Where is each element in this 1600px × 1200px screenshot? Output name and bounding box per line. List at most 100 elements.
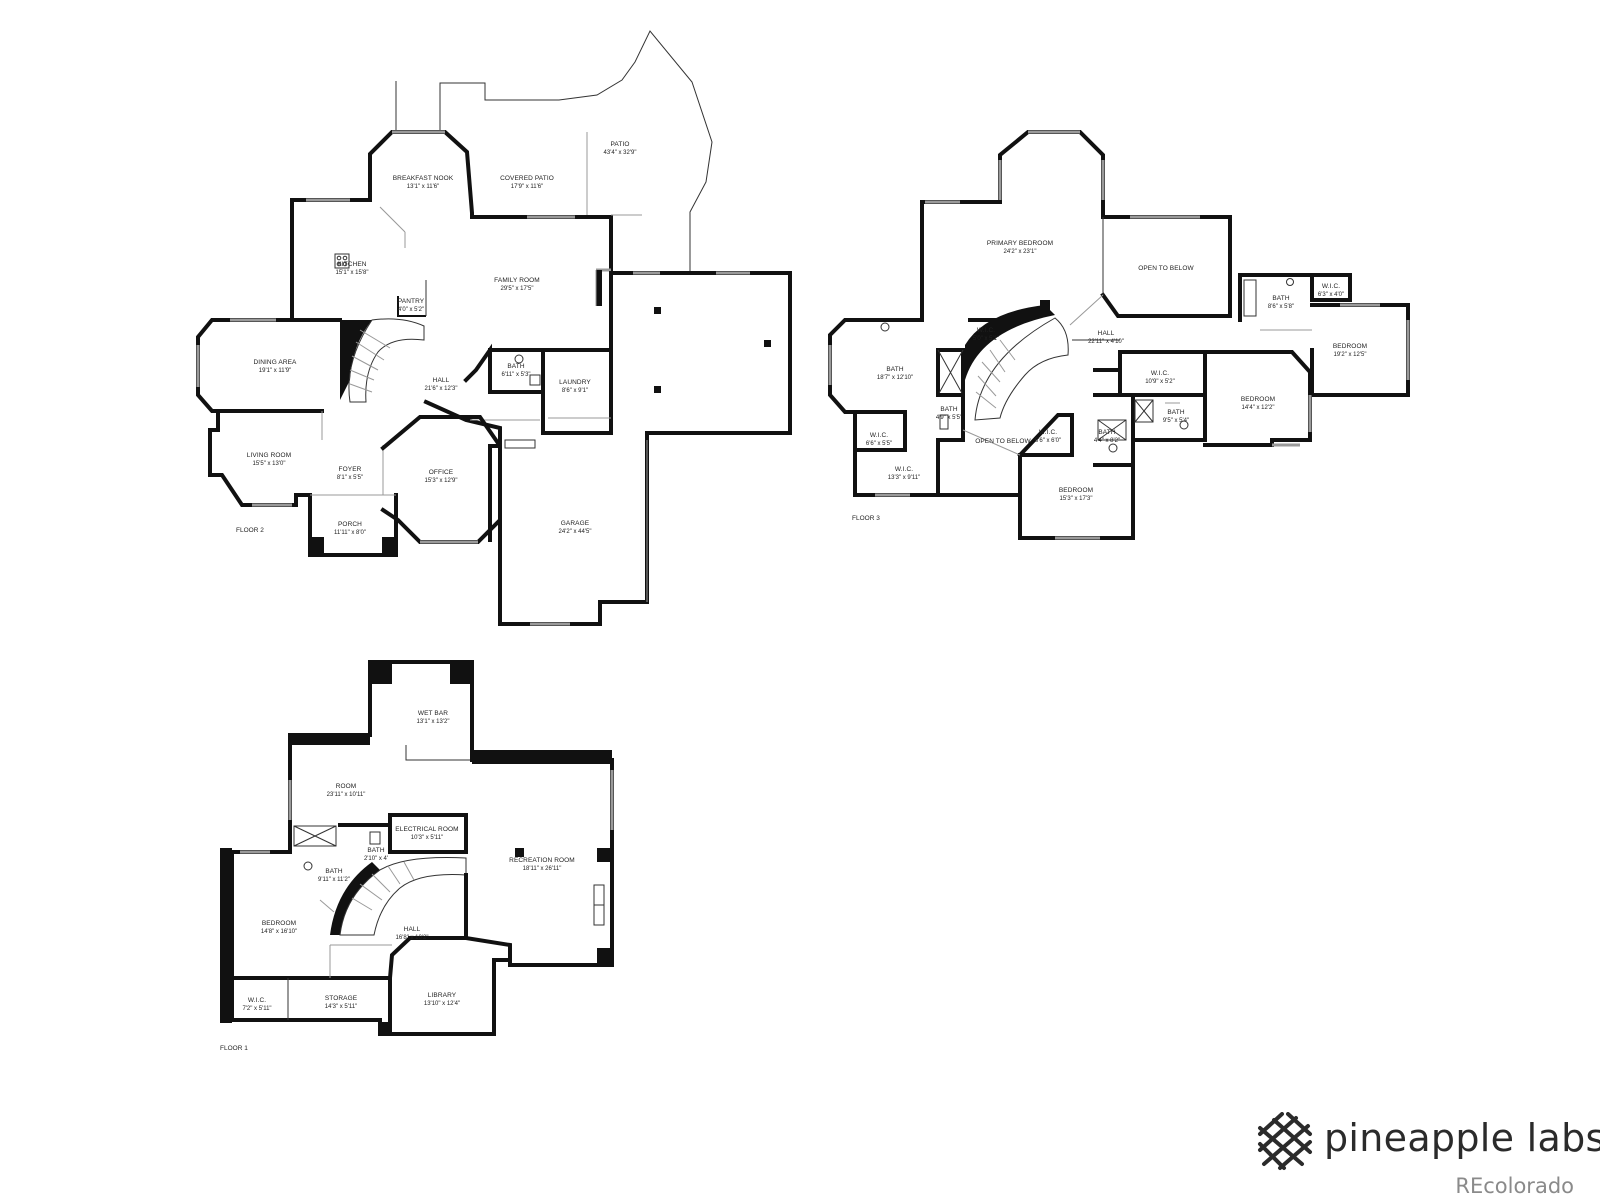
room-labels: PATIO 43'4" x 32'9" BREAKFAST NOOK 13'1" x … [242, 141, 1367, 1012]
brand-name: pineapple labs [1324, 1116, 1600, 1160]
electrical-room-walls [388, 813, 468, 854]
room-name-w-i-c: W.I.C. [248, 997, 266, 1004]
room-dimensions-electrical-room: 10'3" x 5'11" [411, 835, 443, 841]
room-name-w-i-c: W.I.C. [870, 432, 888, 439]
garage-walls [498, 271, 792, 626]
bath-right-walls [1238, 273, 1352, 322]
room-name-pantry: PANTRY [398, 298, 425, 305]
room-dimensions-w-i-c: 13'3" x 9'11" [888, 475, 920, 481]
room-name-office: OFFICE [429, 469, 454, 476]
room-name-covered-patio: COVERED PATIO [500, 175, 554, 182]
room-dimensions-breakfast-nook: 13'1" x 11'6" [407, 184, 439, 190]
brand-source: REcolorado [1455, 1174, 1574, 1198]
room-name-porch: PORCH [338, 521, 362, 528]
primary-bedroom-walls [920, 130, 1232, 322]
room-name-wet-bar: WET BAR [418, 710, 448, 717]
wet-bar-walls [368, 660, 474, 762]
room-name-w-i-c: W.I.C. [895, 466, 913, 473]
room-dimensions-wet-bar: 13'1" x 13'2" [417, 719, 450, 725]
room-dimensions-bath: 4'9" x 5'5" [936, 415, 962, 421]
room-dimensions-hall: 22'11" x 4'10" [1088, 339, 1124, 345]
room-dimensions-bath: 9'11" x 11'2" [318, 877, 350, 883]
room-name-patio: PATIO [610, 141, 629, 148]
room-dimensions-bedroom: 15'3" x 17'3" [1060, 496, 1093, 502]
room-name-room: ROOM [336, 783, 357, 790]
room-name-bath: BATH [1098, 429, 1115, 436]
room-dimensions-bath: 6'11" x 5'3" [501, 372, 530, 378]
pineapple-lattice-icon [1258, 1112, 1312, 1170]
room-walls [288, 733, 372, 824]
family-room-walls [541, 293, 613, 435]
room-dimensions-w-i-c: 6'6" x 5'5" [866, 441, 892, 447]
room-dimensions-hall: 16'8" x 10'2" [396, 935, 429, 941]
room-name-breakfast-nook: BREAKFAST NOOK [393, 175, 454, 182]
room-dimensions-living-room: 15'5" x 13'0" [253, 461, 286, 467]
room-name-living-room: LIVING ROOM [247, 452, 291, 459]
room-dimensions-hall: 21'6" x 12'3" [425, 386, 458, 392]
room-name-garage: GARAGE [561, 520, 590, 527]
room-name-hall: HALL [404, 926, 421, 933]
room-name-storage: STORAGE [325, 995, 358, 1002]
room-name-bath: BATH [367, 847, 384, 854]
room-dimensions-family-room: 29'5" x 17'5" [501, 286, 534, 292]
floor-label: FLOOR 3 [852, 515, 880, 522]
room-dimensions-kitchen: 15'1" x 15'8" [336, 270, 369, 276]
room-name-open-to-below: OPEN TO BELOW [1138, 265, 1194, 272]
room-dimensions-bath: 8'6" x 5'8" [1268, 304, 1294, 310]
room-name-hall: HALL [1098, 330, 1115, 337]
room-name-hall: HALL [433, 377, 450, 384]
room-dimensions-w-i-c: 6'6" x 6'0" [1035, 438, 1061, 444]
room-name-electrical-room: ELECTRICAL ROOM [395, 826, 458, 833]
bedroom-far-right-walls [1310, 303, 1410, 397]
floor-label: FLOOR 2 [236, 527, 264, 534]
room-name-bath: BATH [1167, 409, 1184, 416]
room-dimensions-bath: 9'5" x 5'4" [1163, 418, 1189, 424]
room-name-family-room: FAMILY ROOM [494, 277, 540, 284]
room-dimensions-bath: 18'7" x 12'10" [877, 375, 913, 381]
room-dimensions-bath: 2'10" x 4' [364, 856, 388, 862]
room-dimensions-porch: 11'11" x 8'0" [334, 530, 366, 536]
patio-outline [395, 30, 713, 273]
room-dimensions-covered-patio: 17'9" x 11'6" [511, 184, 543, 190]
room-name-bath: BATH [940, 406, 957, 413]
room-name-w-i-c: W.I.C. [1151, 370, 1169, 377]
bath-walls [463, 343, 545, 394]
room-dimensions-garage: 24'2" x 44'5" [559, 529, 592, 535]
room-name-w-i-c: W.I.C. [1322, 283, 1340, 290]
room-name-bedroom: BEDROOM [1059, 487, 1093, 494]
branding: pineapple labs REcolorado [1254, 1112, 1600, 1198]
floor-3-plan [828, 130, 1410, 540]
room-name-bath: BATH [886, 366, 903, 373]
room-dimensions-dining-area: 19'1" x 11'9" [259, 368, 291, 374]
floor-2-plan [196, 30, 792, 626]
floor-label: FLOOR 1 [220, 1045, 248, 1052]
room-dimensions-room: 23'11" x 10'11" [327, 792, 366, 798]
room-name-w-i-c: W.I.C. [977, 327, 995, 334]
room-dimensions-bedroom: 14'8" x 16'10" [261, 929, 297, 935]
porch-walls [308, 493, 398, 557]
room-dimensions-recreation-room: 18'11" x 26'11" [523, 866, 562, 872]
room-name-library: LIBRARY [428, 992, 457, 999]
room-dimensions-laundry: 8'6" x 9'1" [562, 388, 588, 394]
library-walls [408, 936, 512, 962]
room-dimensions-w-i-c: 10'9" x 5'2" [1145, 379, 1175, 385]
living-room-walls [208, 409, 312, 507]
wic-large-walls [853, 410, 940, 497]
room-dimensions-primary-bedroom: 24'2" x 23'1" [1004, 249, 1037, 255]
room-name-kitchen: KITCHEN [337, 261, 366, 268]
room-name-dining-area: DINING AREA [254, 359, 298, 366]
room-dimensions-library: 13'10" x 12'4" [424, 1001, 460, 1007]
room-dimensions-foyer: 8'1" x 5'5" [337, 475, 363, 481]
room-dimensions-w-i-c: 6'3" x 4'0" [1318, 292, 1344, 298]
room-name-bath: BATH [507, 363, 524, 370]
room-dimensions-patio: 43'4" x 32'9" [604, 150, 637, 156]
room-name-primary-bedroom: PRIMARY BEDROOM [987, 240, 1053, 247]
room-name-bath: BATH [1272, 295, 1289, 302]
room-name-w-i-c: W.I.C. [1039, 429, 1057, 436]
room-dimensions-storage: 14'3" x 5'11" [325, 1004, 357, 1010]
floor-1-plan [220, 660, 614, 1036]
room-dimensions-bedroom: 19'2" x 12'5" [1334, 352, 1367, 358]
room-dimensions-bath: 4'4" x 8'2" [1094, 438, 1120, 444]
room-name-bedroom: BEDROOM [1333, 343, 1367, 350]
